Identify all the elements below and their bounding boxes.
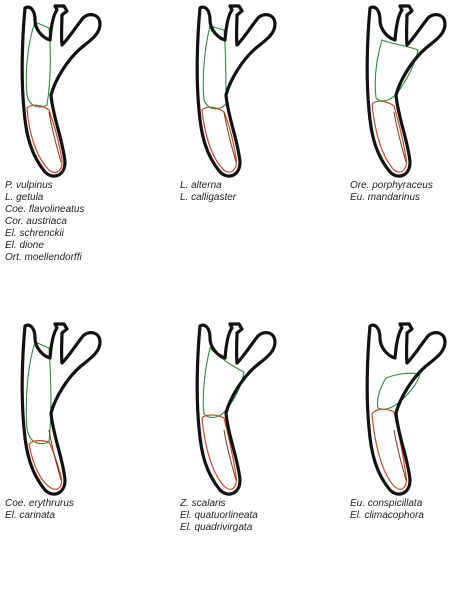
red-region — [371, 100, 407, 173]
suture-line — [223, 111, 237, 163]
species-name: Eu. mandarinus — [350, 192, 421, 203]
green-region — [25, 341, 52, 445]
green-region — [202, 25, 227, 110]
red-region — [201, 414, 237, 490]
species-name: El. dione — [5, 240, 44, 251]
red-region — [28, 440, 63, 490]
bone-outline — [195, 4, 277, 178]
green-region — [25, 21, 51, 108]
bone-outline — [20, 4, 102, 178]
species-name: L. calligaster — [180, 192, 237, 203]
suture-line — [48, 429, 62, 481]
species-name: El. quatuorlineata — [180, 510, 258, 521]
bone-illustration — [20, 322, 102, 496]
bone-outline — [195, 322, 277, 496]
suture-line — [48, 111, 62, 163]
bone-illustration — [195, 4, 277, 178]
species-name: Ore. porphyraceus — [350, 180, 433, 191]
bone-outline — [365, 322, 447, 496]
species-name: Cor. austriaca — [5, 216, 67, 227]
species-name: El. schrenckii — [5, 228, 64, 239]
species-name: El. quadrivirgata — [180, 522, 253, 533]
bone-illustration — [365, 4, 447, 178]
species-name: Coe. erythrurus — [5, 498, 74, 509]
species-name: Coe. flavolineatus — [5, 204, 85, 215]
suture-line — [223, 429, 237, 481]
species-name: El. climacophora — [350, 510, 424, 521]
bone-illustration — [20, 4, 102, 178]
green-region — [376, 372, 421, 410]
bone-outline — [365, 4, 447, 178]
bone-outline — [20, 322, 102, 496]
red-region — [371, 408, 407, 490]
suture-line — [393, 111, 407, 163]
bone-illustration — [195, 322, 277, 496]
species-name: L. getula — [5, 192, 44, 203]
red-region — [201, 106, 237, 173]
species-name: Ort. moellendorffi — [5, 252, 82, 263]
red-region — [26, 104, 63, 173]
species-name: P. vulpinus — [5, 180, 53, 191]
suture-line — [393, 429, 407, 481]
species-name: Eu. conspicillata — [350, 498, 423, 509]
species-name: L. alterna — [180, 180, 222, 191]
bone-illustration — [365, 322, 447, 496]
species-name: El. carinata — [5, 510, 56, 521]
species-name: Z. scalaris — [180, 498, 226, 509]
